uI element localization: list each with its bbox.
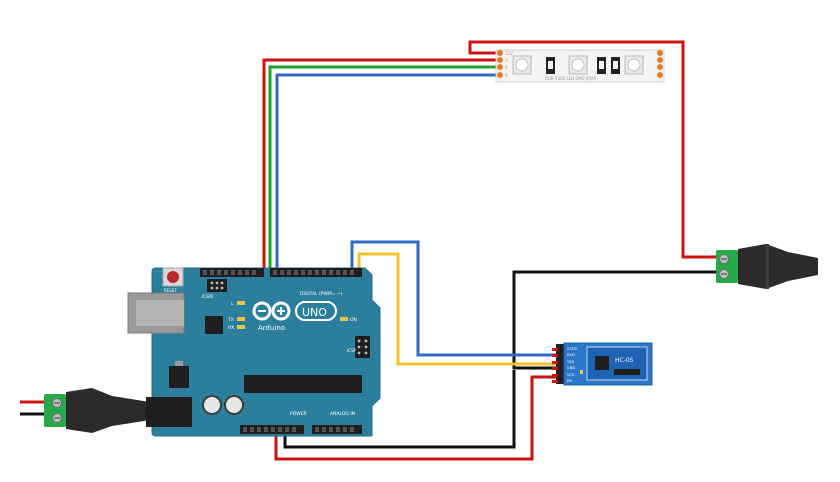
dc-jack-left	[20, 388, 150, 433]
voltage-regulator	[169, 366, 189, 388]
rx-label: RX	[228, 325, 234, 331]
wire-red-led	[262, 58, 496, 270]
hc05-header	[556, 344, 564, 384]
on-label: ON	[350, 317, 357, 323]
hc05-pin-en: EN	[567, 379, 572, 383]
screw-terminal-right	[716, 250, 738, 283]
reset-button	[162, 267, 184, 287]
icsp2-label: ICSP2	[202, 294, 214, 299]
atmega-chip	[244, 375, 362, 393]
led-strip-label: RGB 5050 LED SMD 60/M	[545, 76, 596, 81]
icsp2-header	[207, 279, 227, 292]
usb-chip	[205, 316, 223, 334]
reset-label: RESET	[164, 288, 177, 293]
tx-label: TX	[227, 317, 234, 323]
led-chip-3	[624, 55, 644, 75]
hc05-module: STATE RXD TXD GND VCC EN HC-05	[552, 342, 653, 386]
led-chip-2	[568, 55, 588, 75]
arduino-board	[151, 267, 381, 437]
led-strip-pin-12v: 12V	[505, 51, 513, 56]
led-chip-1	[512, 55, 532, 75]
led-strip-right-pads	[657, 50, 663, 78]
hc05-pin-state: STATE	[567, 347, 578, 351]
led-strip-left-pads	[497, 50, 503, 78]
wire-red-strip-power	[468, 40, 728, 259]
led-strip-pin-b: B	[505, 73, 508, 78]
usb-port-icon	[127, 292, 185, 334]
hc05-pin-txd: TXD	[566, 360, 575, 364]
analog-header	[312, 425, 362, 434]
wire-blue-serial	[350, 240, 556, 357]
power-label: POWER	[290, 411, 307, 417]
wire-black-jack-gnd	[512, 270, 728, 370]
hc05-pin-rxd: RXD	[567, 353, 575, 357]
arduino-logo	[252, 301, 291, 321]
l-label: L	[231, 301, 234, 307]
hc05-pins	[552, 348, 558, 383]
wire-red-5v	[274, 375, 556, 461]
digital-header	[200, 268, 362, 277]
hc05-pin-gnd: GND	[567, 366, 575, 370]
power-header	[240, 425, 304, 434]
hc05-model: HC-05	[615, 357, 634, 364]
icsp-label: ICSP	[347, 348, 357, 353]
board-power-jack	[146, 397, 192, 427]
digital-label: DIGITAL (PWM= ~)	[300, 291, 343, 297]
arduino-uno: RESET DIGITAL (PWM= ~)	[127, 267, 381, 437]
analog-label: ANALOG IN	[330, 411, 355, 417]
hc05-pin-vcc: VCC	[567, 373, 575, 377]
arduino-brand: Arduino	[258, 324, 285, 332]
led-strip-pin-r: R	[505, 65, 508, 70]
led-strip: 12V G R B RGB 5050 LED SMD 60/M	[495, 49, 665, 83]
capacitor-1	[202, 395, 222, 415]
led-strip-pin-g: G	[505, 58, 508, 63]
icsp-header	[355, 336, 370, 358]
barrel-jack-body-left	[66, 388, 150, 433]
wire-yellow-serial	[357, 252, 556, 366]
wire-blue-led	[275, 73, 496, 270]
wire-green-led	[268, 65, 496, 270]
capacitor-2	[224, 395, 244, 415]
dc-jack-right	[716, 244, 818, 289]
arduino-model: UNO	[302, 306, 327, 319]
barrel-jack-body	[738, 244, 818, 289]
